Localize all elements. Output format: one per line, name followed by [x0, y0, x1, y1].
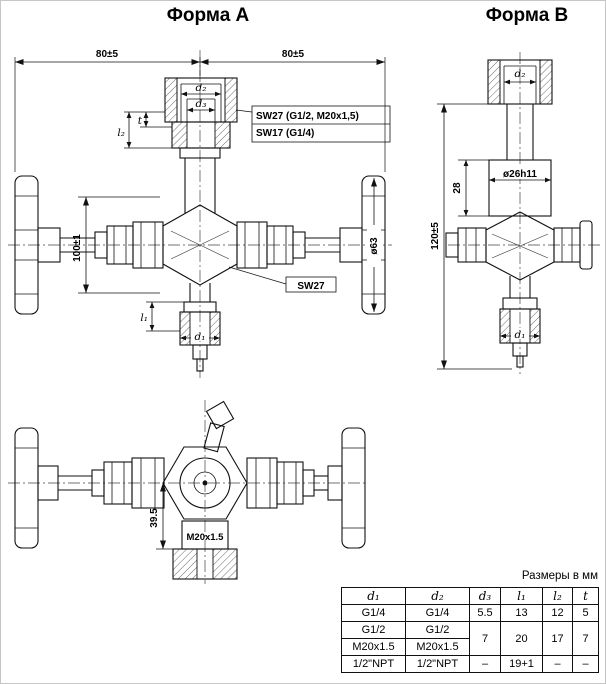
table-cell: 7	[572, 621, 599, 656]
bottom-right-train	[246, 427, 366, 549]
form-a-sw27-body-callout: SW27	[228, 266, 337, 293]
table-header-l2: l₂	[542, 587, 573, 605]
form-a-top-dimension: 80±5 80±5	[14, 49, 386, 172]
table-cell: G1/2	[405, 621, 470, 639]
table-cell: G1/4	[341, 604, 406, 622]
callout-sw27-body: SW27	[297, 281, 325, 292]
dimensions-table: d₁ d₂ d₃ l₁ l₂ t G1/4 G1/4 5.5 13 12 5 G…	[341, 587, 599, 673]
form-a-cap-nut: d₂ d₃	[164, 77, 238, 213]
dim-o63: ø63	[369, 237, 380, 255]
form-b-view: d₂ ø26h11 28	[430, 52, 600, 374]
side-flange	[579, 220, 593, 270]
label-d3: d₃	[196, 98, 207, 110]
table-cell: –	[572, 655, 599, 673]
table-header-l1: l₁	[500, 587, 543, 605]
form-b-centerlines	[448, 52, 600, 374]
table-row: G1/4 G1/4 5.5 13 12 5	[341, 604, 599, 622]
form-a-t-l2-dimensions: t l₂	[117, 111, 172, 149]
table-header-row: d₁ d₂ d₃ l₁ l₂ t	[341, 587, 599, 605]
form-b-bottom-connector: d₁	[499, 276, 541, 368]
table-cell: 12	[542, 604, 573, 622]
bottom-thread-connector: M20x1.5	[172, 520, 238, 580]
table-row: G1/2 G1/2 7 20 17 7	[341, 621, 599, 656]
bottom-39-dimension: 39.5	[149, 483, 182, 550]
label-d2-b: d₂	[515, 68, 526, 80]
dim-120: 120±5	[430, 222, 441, 250]
table-cell: 20	[500, 621, 543, 656]
form-b-height-dimension: 120±5	[430, 103, 512, 370]
callout-sw17: SW17 (G1/4)	[256, 128, 314, 139]
form-b-body	[445, 211, 593, 281]
form-a-view: 80±5 80±5 d₂ d₃	[8, 49, 392, 378]
dim-28: 28	[452, 182, 463, 194]
label-d1: d₁	[195, 331, 206, 343]
table-header-t: t	[572, 587, 599, 605]
table-cell: –	[469, 655, 501, 673]
table-row: 1/2"NPT 1/2"NPT – 19+1 – –	[341, 655, 599, 673]
table-cell: 5	[572, 604, 599, 622]
label-l1: l₁	[140, 312, 148, 324]
form-a-sw-callout: SW27 (G1/2, M20x1,5) SW17 (G1/4)	[235, 105, 391, 143]
left-handwheel	[14, 175, 39, 315]
table-cell: 19+1	[500, 655, 543, 673]
bottom-view-centerlines	[8, 400, 368, 584]
form-a-bottom-connector: d₁	[179, 283, 221, 372]
form-b-cap-nut: d₂	[487, 59, 553, 105]
bottom-top-fitting	[203, 400, 235, 453]
bottom-left-train	[14, 427, 165, 549]
form-a-height-dimension: 100±1	[72, 196, 160, 294]
table-cell: M20x1.5	[341, 638, 406, 656]
right-handwheel	[361, 175, 386, 315]
table-cell: 13	[500, 604, 543, 622]
dim-o26h11: ø26h11	[503, 169, 537, 180]
form-b-28-dimension: 28	[452, 159, 489, 217]
label-d2: d₂	[196, 82, 207, 94]
right-handwheel	[341, 427, 366, 549]
bottom-view: M20x1.5 39.5	[8, 400, 368, 584]
table-header-d3: d₃	[469, 587, 501, 605]
form-b-spigot: ø26h11	[488, 104, 552, 217]
table-cell: 1/2"NPT	[341, 655, 406, 673]
dim-39-5: 39.5	[149, 508, 160, 528]
table-cell: 17	[542, 621, 573, 656]
table-cell: M20x1.5	[405, 638, 470, 656]
dim-80-right: 80±5	[282, 49, 305, 60]
dim-80-left: 80±5	[96, 49, 119, 60]
label-d1-b: d₁	[515, 329, 526, 341]
form-a-left-train	[14, 175, 164, 315]
callout-sw27-full: SW27 (G1/2, M20x1,5)	[256, 111, 359, 122]
table-cell: G1/2	[341, 621, 406, 639]
form-a-handwheel-dimension: ø63	[367, 178, 381, 312]
table-header-d1: d₁	[341, 587, 406, 605]
table-cell: 7	[469, 621, 501, 656]
form-b-title: Форма B	[485, 5, 569, 26]
table-cell: 5.5	[469, 604, 501, 622]
table-cell: –	[542, 655, 573, 673]
table-cell: 1/2"NPT	[405, 655, 470, 673]
dim-100: 100±1	[72, 234, 83, 262]
left-handwheel	[14, 427, 39, 549]
table-cell: G1/4	[405, 604, 470, 622]
form-a-l1-dimension: l₁	[140, 301, 184, 332]
label-m20: M20x1.5	[187, 532, 225, 543]
label-l2: l₂	[117, 127, 125, 139]
table-header-d2: d₂	[405, 587, 470, 605]
table-caption: Размеры в мм	[521, 570, 598, 582]
label-t: t	[138, 115, 143, 127]
form-a-title: Форма A	[166, 5, 250, 26]
